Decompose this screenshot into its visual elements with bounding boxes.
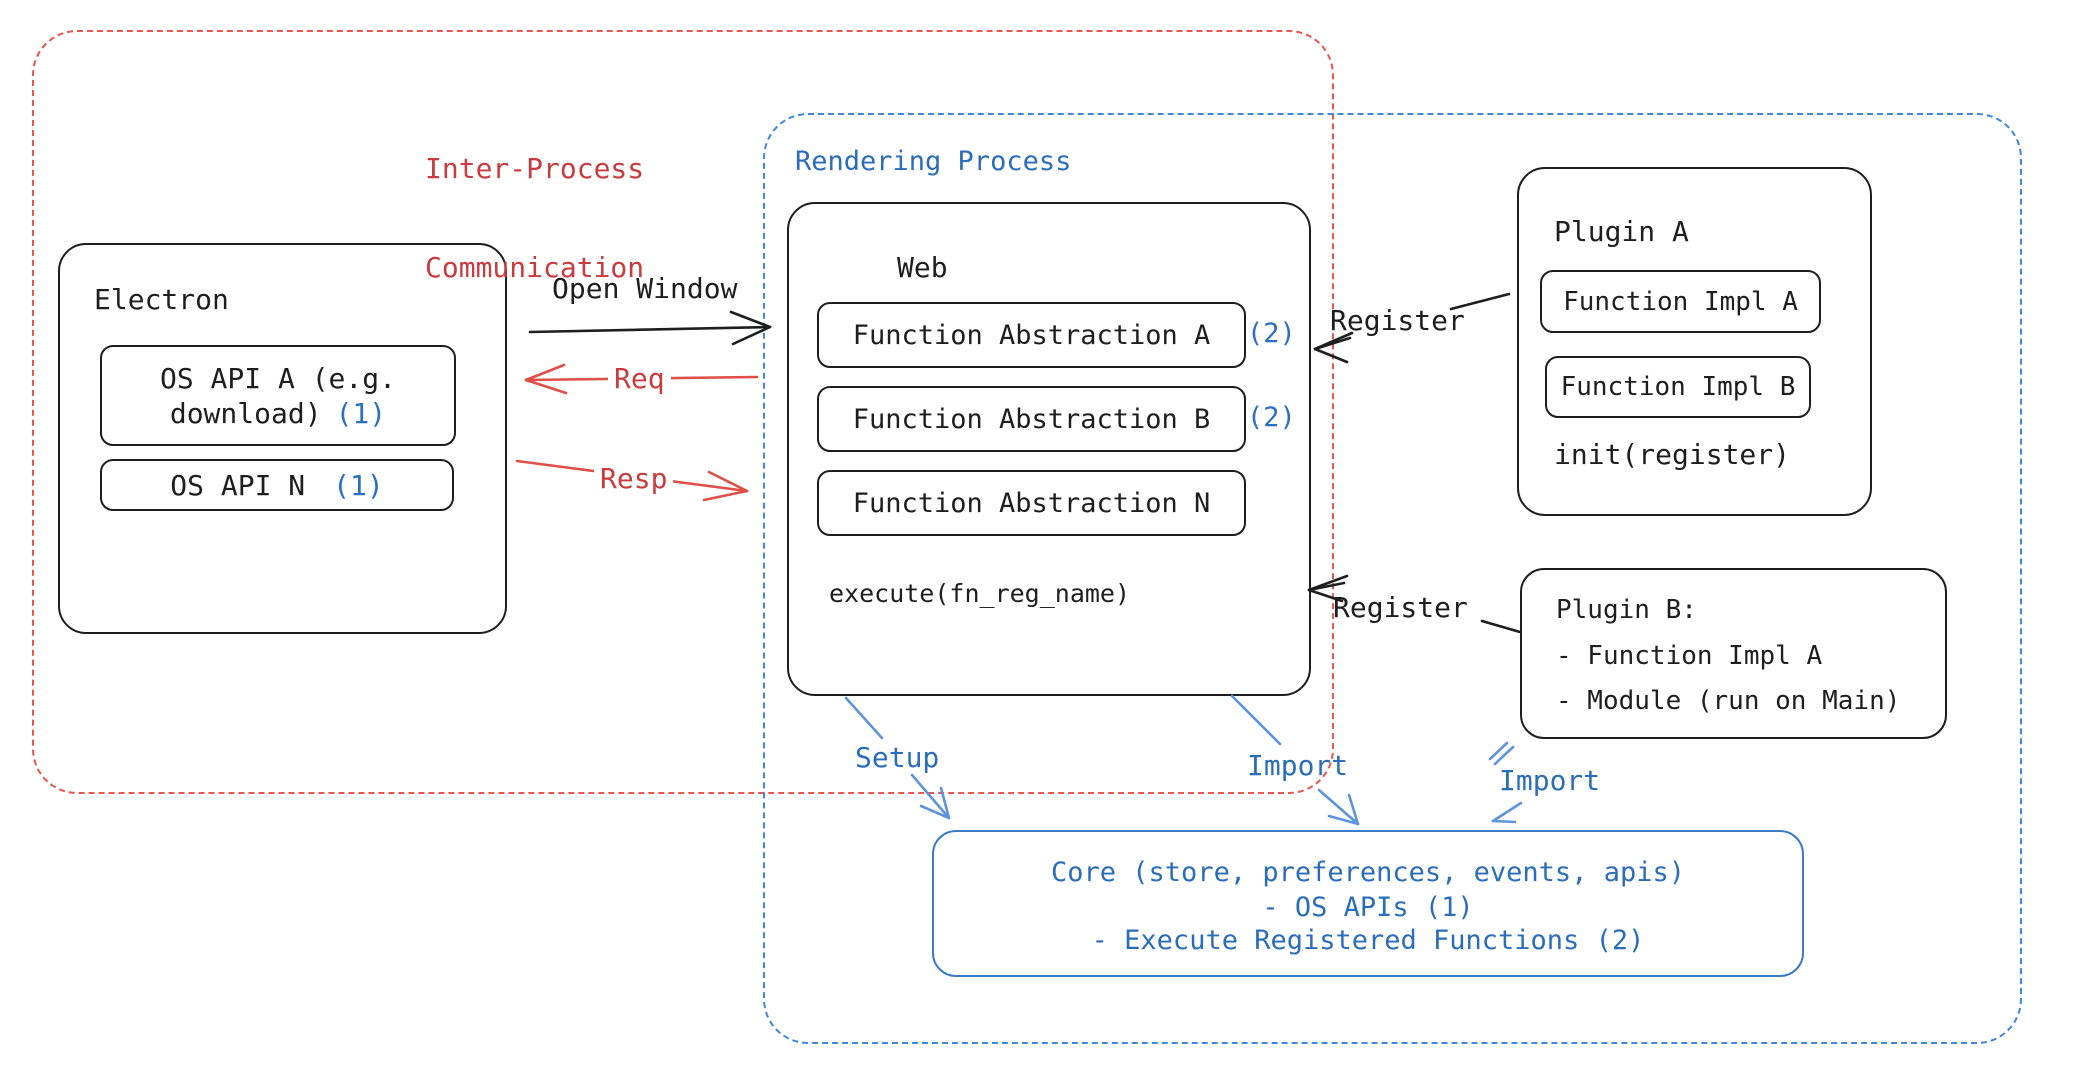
function-abstraction-n-label: Function Abstraction N bbox=[852, 487, 1211, 519]
plugin-b-item-function-impl-a: - Function Impl A bbox=[1556, 641, 1823, 671]
import-web-arrow-label: Import bbox=[1247, 749, 1349, 782]
function-abstraction-b-badge: (2) bbox=[1247, 401, 1296, 433]
os-api-a-label-line1: OS API A (e.g. bbox=[159, 361, 396, 395]
ipc-region-label: Inter-Process Communication bbox=[425, 86, 644, 350]
function-abstraction-a-node: Function Abstraction A bbox=[817, 302, 1246, 368]
os-api-a-badge: (1) bbox=[335, 396, 387, 430]
os-api-a-label-text: download) bbox=[169, 396, 322, 430]
electron-node: Electron OS API A (e.g. download) (1) OS… bbox=[58, 243, 507, 634]
os-api-n-label: OS API N bbox=[170, 468, 306, 502]
resp-arrow-label: Resp bbox=[594, 463, 674, 495]
core-os-apis-line: - OS APIs (1) bbox=[1262, 892, 1474, 923]
web-node: Web Function Abstraction A (2) Function … bbox=[787, 202, 1311, 696]
function-impl-a-node: Function Impl A bbox=[1540, 270, 1821, 333]
rendering-process-region-outline bbox=[763, 113, 2022, 1044]
setup-arrow-label: Setup bbox=[855, 741, 940, 774]
plugin-b-item-module: - Module (run on Main) bbox=[1556, 686, 1901, 716]
plugin-a-title: Plugin A bbox=[1554, 215, 1689, 248]
core-node: Core (store, preferences, events, apis) … bbox=[932, 830, 1804, 977]
function-impl-b-node: Function Impl B bbox=[1545, 356, 1811, 418]
electron-title: Electron bbox=[94, 283, 229, 316]
register-plugin-a-arrow-label: Register bbox=[1330, 304, 1465, 337]
function-abstraction-n-node: Function Abstraction N bbox=[817, 470, 1246, 536]
init-register-text: init(register) bbox=[1554, 438, 1791, 471]
ipc-region-label-line1: Inter-Process bbox=[425, 152, 645, 185]
plugin-b-title: Plugin B: bbox=[1556, 595, 1697, 625]
function-abstraction-a-label: Function Abstraction A bbox=[852, 319, 1211, 351]
plugin-b-node: Plugin B: - Function Impl A - Module (ru… bbox=[1520, 568, 1947, 739]
os-api-n-node: OS API N (1) bbox=[100, 459, 454, 511]
web-title: Web bbox=[897, 251, 948, 284]
function-impl-a-label: Function Impl A bbox=[1563, 286, 1798, 317]
ipc-region-label-line2: Communication bbox=[425, 251, 645, 284]
ipc-region-outline bbox=[32, 30, 1334, 794]
execute-fn-text: execute(fn_reg_name) bbox=[829, 579, 1131, 608]
os-api-n-badge: (1) bbox=[333, 468, 384, 502]
function-impl-b-label: Function Impl B bbox=[1560, 372, 1796, 402]
open-window-arrow-label: Open Window bbox=[552, 272, 738, 305]
core-execute-functions-line: - Execute Registered Functions (2) bbox=[1091, 925, 1645, 956]
function-abstraction-b-node: Function Abstraction B bbox=[817, 386, 1246, 452]
req-arrow-label: Req bbox=[608, 363, 671, 395]
os-api-a-node: OS API A (e.g. download) (1) bbox=[100, 345, 456, 446]
rendering-process-label: Rendering Process bbox=[795, 146, 1072, 177]
function-abstraction-b-label: Function Abstraction B bbox=[852, 403, 1211, 435]
import-plugin-b-arrow-label: Import bbox=[1499, 764, 1601, 797]
function-abstraction-a-badge: (2) bbox=[1247, 317, 1296, 349]
plugin-a-node: Plugin A Function Impl A Function Impl B… bbox=[1517, 167, 1872, 516]
core-title-line: Core (store, preferences, events, apis) bbox=[1051, 857, 1685, 888]
os-api-a-label-line2: download) (1) bbox=[170, 397, 386, 430]
register-plugin-b-arrow-label: Register bbox=[1333, 591, 1468, 624]
